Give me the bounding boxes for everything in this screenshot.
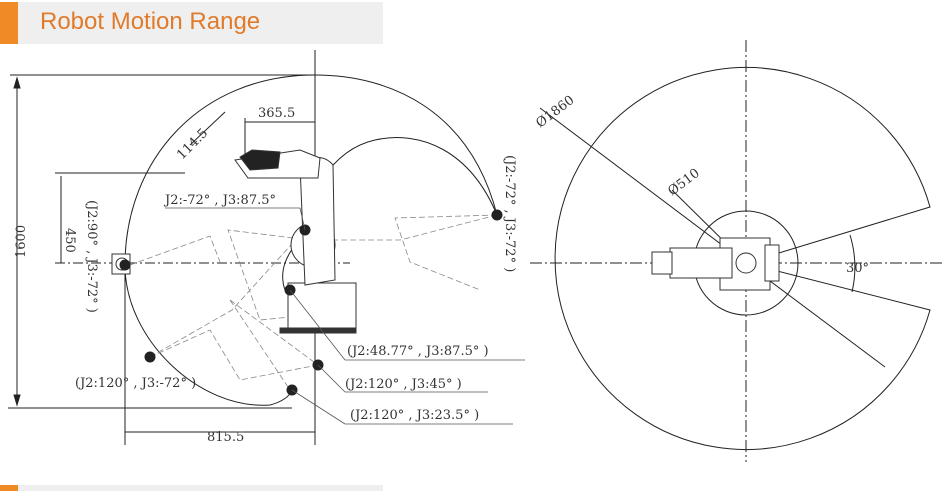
section-header: Robot Motion Range [0, 2, 383, 44]
section-title: Robot Motion Range [40, 8, 261, 35]
inner-diameter-label: Ø510 [665, 166, 702, 199]
dim-365-label: 365.5 [258, 106, 295, 121]
side-view [8, 50, 525, 445]
robot-arm [111, 149, 357, 334]
outer-work-envelope [124, 74, 498, 406]
inner-work-envelope [282, 137, 498, 291]
dim-450-label: 450 [62, 228, 77, 253]
wedge-angle-label: 30° [846, 261, 869, 276]
next-section-header [0, 485, 383, 491]
dim-114-label: 114.5 [174, 126, 211, 163]
side-view-labels: 1600 450 815.5 365.5 114.5 J2:-72° , J3:… [14, 106, 517, 445]
dim-1600-label: 1600 [14, 225, 29, 258]
outer-diameter-label: Ø1860 [533, 93, 577, 131]
header-accent [0, 2, 18, 44]
outer-range-circle [554, 67, 931, 450]
pose-label-1: J2:-72° , J3:87.5° [163, 193, 276, 208]
top-view [530, 40, 945, 462]
dim-815-label: 815.5 [207, 430, 244, 445]
pose-label-3: (J2:-72° , J3:-72° ) [502, 155, 517, 272]
pose-label-7: (J2:120° , J3:23.5° ) [350, 408, 479, 423]
outer-diameter-leader [539, 107, 747, 264]
pose-label-6: (J2:120° , J3:45° ) [345, 377, 462, 392]
pose-label-5: (J2:120° , J3:-72° ) [75, 376, 196, 391]
pose-label-4: (J2:48.77° , J3:87.5° ) [347, 344, 489, 359]
pose-label-2: (J2:90° , J3:-72° ) [84, 200, 99, 313]
robot-top [651, 237, 780, 291]
